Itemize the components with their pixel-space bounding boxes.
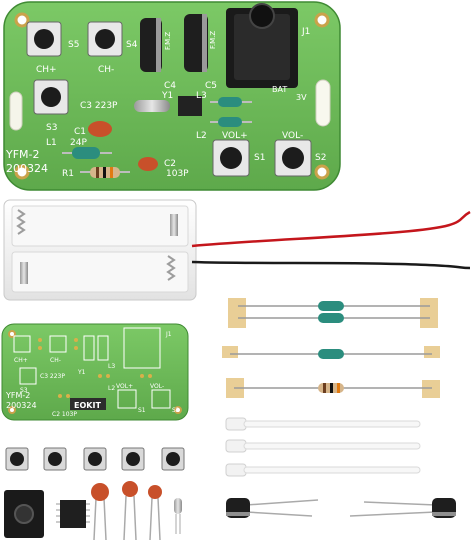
loose-crystal	[174, 498, 182, 534]
label-bat: BAT	[272, 85, 287, 94]
label-ch-plus: CH+	[36, 65, 57, 75]
label-j1: J1	[301, 27, 310, 37]
tact-switch-4	[121, 447, 145, 471]
tact-switch-2	[43, 447, 67, 471]
pads	[38, 338, 152, 398]
s3-button[interactable]	[33, 79, 69, 115]
small-y1-label: Y1	[77, 369, 86, 376]
loose-ceramic-capacitor-1	[91, 483, 109, 541]
battery-holder	[3, 199, 197, 301]
label-l2: L2	[196, 131, 207, 141]
taped-resistor	[226, 378, 440, 398]
tact-switch-1	[5, 447, 29, 471]
tact-switch-3	[83, 447, 107, 471]
mount-hole	[14, 12, 30, 28]
small-l3-label: L3	[108, 363, 115, 370]
assembled-radio-board: S5 S4 CH+ CH- S3 C3 223P Y1 L3 BAT 3V C1…	[3, 1, 341, 191]
mount-hole	[314, 164, 330, 180]
loose-headphone-jack	[4, 490, 44, 538]
small-vol-plus-label: VOL+	[116, 383, 133, 390]
capacitor-c5	[184, 14, 208, 72]
label-s2: S2	[315, 153, 326, 163]
label-date: 200324	[6, 162, 48, 175]
label-c2: C2	[164, 159, 176, 169]
left-led	[9, 91, 23, 131]
small-s3-label: S3	[20, 387, 28, 394]
label-3v: 3V	[296, 93, 307, 102]
headphone-jack-j1	[226, 3, 298, 88]
small-s1-label: S1	[138, 407, 146, 414]
label-vol-plus: VOL+	[222, 131, 248, 141]
bare-pcb: EOKIT YFM-2 200324 CH+ CH- VOL+ VOL- J1 …	[1, 323, 189, 421]
label-c1-value: 24P	[70, 138, 87, 148]
brand-badge	[70, 398, 106, 410]
crystal-y1	[134, 100, 170, 112]
capacitor-c1	[88, 121, 112, 137]
mount-hole	[314, 12, 330, 28]
loose-ceramic-capacitor-3	[148, 485, 162, 541]
label-c5: C5	[205, 81, 217, 91]
vol-plus-button[interactable]	[212, 139, 250, 177]
loose-ceramic-capacitor-2	[122, 481, 138, 541]
label-model: YFM-2	[5, 148, 40, 161]
mount-hole	[14, 164, 30, 180]
spring	[166, 255, 176, 281]
cap-c5-text: F.M.Z	[209, 31, 217, 49]
fm-chip	[178, 96, 202, 116]
resistor-r1	[80, 167, 130, 178]
small-date-label: 200324	[6, 401, 37, 410]
contact-plate	[20, 262, 28, 284]
inductor-l2	[210, 117, 252, 127]
inductor-l3	[210, 97, 252, 107]
label-s4: S4	[126, 40, 138, 50]
label-l3: L3	[196, 91, 207, 101]
small-ch-minus-label: CH-	[50, 357, 61, 364]
small-c3-label: C3 223P	[40, 373, 65, 380]
brand-label: EOKIT	[74, 401, 101, 410]
label-s3: S3	[46, 123, 57, 133]
inductor-l1	[62, 147, 112, 159]
capacitor-c2	[138, 157, 158, 171]
tact-switch-5	[161, 447, 185, 471]
vol-minus-button[interactable]	[274, 139, 312, 177]
label-c2-value: 103P	[166, 169, 189, 179]
label-c4: C4	[164, 81, 176, 91]
small-vol-minus-label: VOL-	[150, 383, 164, 390]
small-c2-label: C2 103P	[52, 411, 77, 418]
loose-electrolytic-capacitor-2	[349, 498, 456, 518]
small-model-label: YFM-2	[5, 391, 30, 400]
capacitor-c4	[140, 18, 162, 72]
small-j1-label: J1	[165, 331, 172, 338]
label-vol-minus: VOL-	[282, 131, 303, 141]
label-ch-minus: CH-	[98, 65, 114, 75]
ch-plus-button[interactable]	[26, 21, 62, 57]
cable-tie-1	[225, 417, 421, 431]
label-s1: S1	[254, 153, 265, 163]
spring	[16, 209, 26, 235]
taped-inductor-2	[238, 313, 430, 323]
label-c3: C3 223P	[80, 101, 118, 111]
cable-tie-3	[225, 463, 421, 477]
loose-electrolytic-capacitor-1	[226, 498, 319, 518]
loose-ic-chip	[56, 500, 90, 528]
small-l2-label: L2	[108, 385, 115, 392]
taped-inductor-1	[228, 298, 438, 328]
black-wire	[191, 260, 471, 270]
cap-c4-text: F.M.Z	[164, 32, 172, 50]
label-l1: L1	[46, 138, 57, 148]
taped-inductor-3	[222, 346, 440, 359]
label-y1: Y1	[161, 91, 173, 101]
red-wire	[191, 210, 471, 248]
label-s5: S5	[68, 40, 79, 50]
cable-tie-2	[225, 439, 421, 453]
label-r1: R1	[62, 169, 74, 179]
label-c1: C1	[74, 127, 86, 137]
small-s2-label: S2	[172, 407, 180, 414]
led	[315, 79, 331, 127]
contact-plate	[170, 214, 178, 236]
ch-minus-button[interactable]	[87, 21, 123, 57]
small-ch-plus-label: CH+	[14, 357, 28, 364]
